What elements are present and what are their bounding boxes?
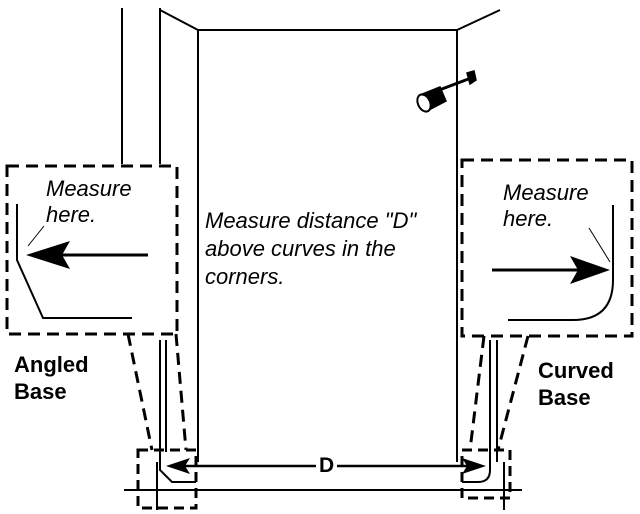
right-pointer-line [588, 227, 611, 263]
left-corner-angled-profile [159, 462, 196, 483]
left-corner-top-line [159, 9, 199, 31]
callout-leaders [126, 333, 530, 451]
curved-base-label-line2: Base [538, 385, 591, 410]
angled-base-label-line1: Angled [14, 352, 89, 377]
left-callout-leader-b [174, 333, 188, 451]
right-measure-label-line1: Measure [503, 180, 589, 205]
right-corner-curved-profile [462, 452, 491, 483]
shower-head-icon [416, 70, 477, 113]
angled-base-profile [16, 204, 132, 319]
shower-walls [121, 8, 522, 510]
curved-base-label-line1: Curved [538, 358, 614, 383]
right-corner-top-line [456, 9, 501, 31]
center-note-line1: Measure distance "D" [205, 208, 417, 233]
center-note-line2: above curves in the [205, 236, 396, 261]
angled-base-label-line2: Base [14, 379, 67, 404]
curved-base-profile [508, 205, 614, 321]
left-measure-label-line2: here. [46, 202, 97, 227]
left-pointer-line [27, 225, 45, 247]
left-measure-label-line1: Measure [46, 176, 132, 201]
center-note-line3: corners. [205, 264, 285, 289]
left-inset [5, 164, 179, 336]
left-corner-detail-box [136, 448, 198, 510]
right-inset [460, 158, 634, 338]
arrow-left-icon [26, 241, 148, 269]
left-callout-leader-a [126, 333, 154, 451]
arrow-right-icon [492, 256, 610, 284]
right-callout-leader-a [468, 335, 486, 451]
right-callout-leader-b [496, 335, 530, 451]
right-inset-frame [460, 158, 634, 338]
dimension-label: D [316, 455, 338, 477]
right-measure-label-line2: here. [503, 206, 554, 231]
left-inset-frame [5, 164, 179, 336]
